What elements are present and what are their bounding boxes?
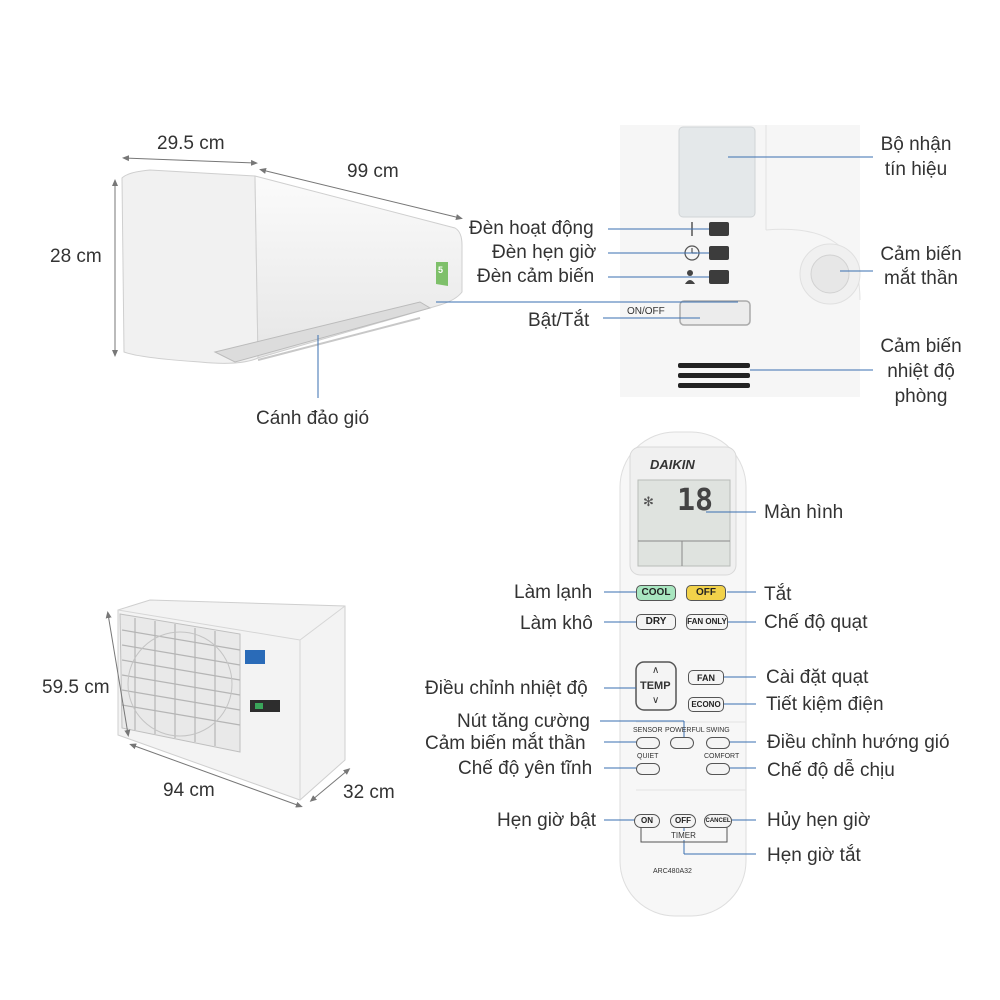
powerful-caption: POWERFUL	[665, 727, 705, 734]
temp-rocker-shape	[635, 661, 677, 711]
temp-button[interactable]: TEMP	[640, 680, 671, 692]
onoff-label: Bật/Tắt	[528, 310, 590, 331]
room-sensor-label-1: Cảm biến	[880, 336, 962, 357]
timer-cancel-label: Hủy hẹn giờ	[767, 810, 871, 831]
energy-badge: 5	[438, 265, 444, 275]
sensor-label: Cảm biến mắt thần	[425, 733, 586, 754]
sensor-lamp	[709, 270, 729, 284]
person-sensor-icon	[687, 270, 693, 276]
screen-label: Màn hình	[764, 502, 844, 523]
room-sensor-vent	[678, 363, 750, 368]
indoor-unit	[121, 169, 463, 364]
operation-lamp	[709, 222, 729, 236]
indoor-length-label: 99 cm	[347, 161, 399, 182]
remote-display-temp: 18	[677, 483, 714, 518]
remote-brand: DAIKIN	[650, 457, 695, 472]
powerful-label: Nút tăng cường	[457, 711, 590, 732]
onoff-button-shape	[679, 300, 751, 326]
fan-mode-label: Chế độ quạt	[764, 612, 868, 633]
fan-button[interactable]: FAN	[688, 670, 724, 685]
comfort-label: Chế độ dễ chịu	[767, 760, 895, 781]
temp-label: Điều chỉnh nhiệt độ	[425, 678, 588, 699]
receiver-label-2: tín hiệu	[884, 159, 948, 180]
quiet-label: Chế độ yên tĩnh	[458, 758, 593, 779]
room-sensor-label-2: nhiệt độ	[887, 361, 955, 382]
eye-sensor-label-2: mắt thần	[884, 268, 958, 289]
operation-lamp-label: Đèn hoạt động	[469, 218, 594, 239]
timer-caption: TIMER	[671, 831, 696, 840]
quiet-caption: QUIET	[637, 753, 659, 760]
outdoor-depth-label: 32 cm	[343, 782, 395, 803]
sensor-button[interactable]	[636, 737, 660, 749]
off-label: Tắt	[764, 584, 792, 605]
energy-label	[436, 262, 448, 286]
dim-length-line	[259, 168, 463, 220]
powerful-button[interactable]	[670, 737, 694, 749]
indoor-width-label: 29.5 cm	[157, 133, 225, 154]
receiver-label-1: Bộ nhận	[880, 134, 952, 155]
remote-control	[619, 431, 747, 917]
eye-sensor-label-1: Cảm biến	[880, 244, 962, 265]
cool-button[interactable]: COOL	[636, 585, 676, 601]
swing-label: Điều chỉnh hướng gió	[767, 732, 950, 753]
timer-on-button[interactable]: ON	[634, 814, 660, 828]
louver-label: Cánh đảo gió	[256, 408, 370, 429]
dry-button[interactable]: DRY	[636, 614, 676, 630]
brand-logo	[245, 650, 265, 664]
fan-only-button[interactable]: FAN ONLY	[686, 614, 728, 630]
off-button[interactable]: OFF	[686, 585, 726, 601]
fan-set-label: Cài đặt quạt	[766, 667, 869, 688]
dim-outdoor-depth	[309, 768, 351, 802]
onoff-button-text: ON/OFF	[627, 306, 665, 317]
dry-label: Làm khô	[520, 613, 593, 634]
swing-caption: SWING	[706, 727, 730, 734]
temp-up-icon[interactable]: ∧	[652, 665, 660, 676]
indoor-height-label: 28 cm	[50, 246, 102, 267]
comfort-button[interactable]	[706, 763, 730, 775]
remote-screen	[637, 479, 731, 567]
dim-width-line	[122, 155, 258, 166]
room-sensor-label-3: phòng	[894, 386, 948, 407]
outdoor-unit	[117, 599, 346, 801]
indoor-panel	[620, 125, 861, 397]
swing-button[interactable]	[706, 737, 730, 749]
timer-lamp	[709, 246, 729, 260]
snowflake-icon: ✻	[643, 494, 654, 509]
dim-outdoor-height	[105, 611, 131, 737]
louver-line	[257, 317, 421, 361]
econo-button[interactable]: ECONO	[688, 697, 724, 712]
outdoor-label	[250, 700, 280, 712]
dim-outdoor-width	[129, 743, 303, 808]
comfort-caption: COMFORT	[704, 753, 740, 760]
timer-lamp-label: Đèn hẹn giờ	[492, 242, 597, 263]
outdoor-height-label: 59.5 cm	[42, 677, 110, 698]
timer-off-label: Hẹn giờ tắt	[767, 845, 861, 866]
timer-cancel-button[interactable]: CANCEL	[704, 814, 732, 828]
sensor-lamp-label: Đèn cảm biến	[477, 266, 595, 287]
temp-down-icon[interactable]: ∨	[652, 695, 660, 706]
econo-label: Tiết kiệm điện	[766, 694, 884, 715]
timer-off-button[interactable]: OFF	[670, 814, 696, 828]
panel-callouts	[436, 156, 873, 371]
outdoor-width-label: 94 cm	[163, 780, 215, 801]
quiet-button[interactable]	[636, 763, 660, 775]
remote-model: ARC480A32	[653, 868, 692, 875]
sensor-caption: SENSOR	[633, 727, 663, 734]
cool-label: Làm lạnh	[514, 582, 593, 603]
remote-callouts	[600, 511, 756, 855]
timer-on-label: Hẹn giờ bật	[497, 810, 597, 831]
